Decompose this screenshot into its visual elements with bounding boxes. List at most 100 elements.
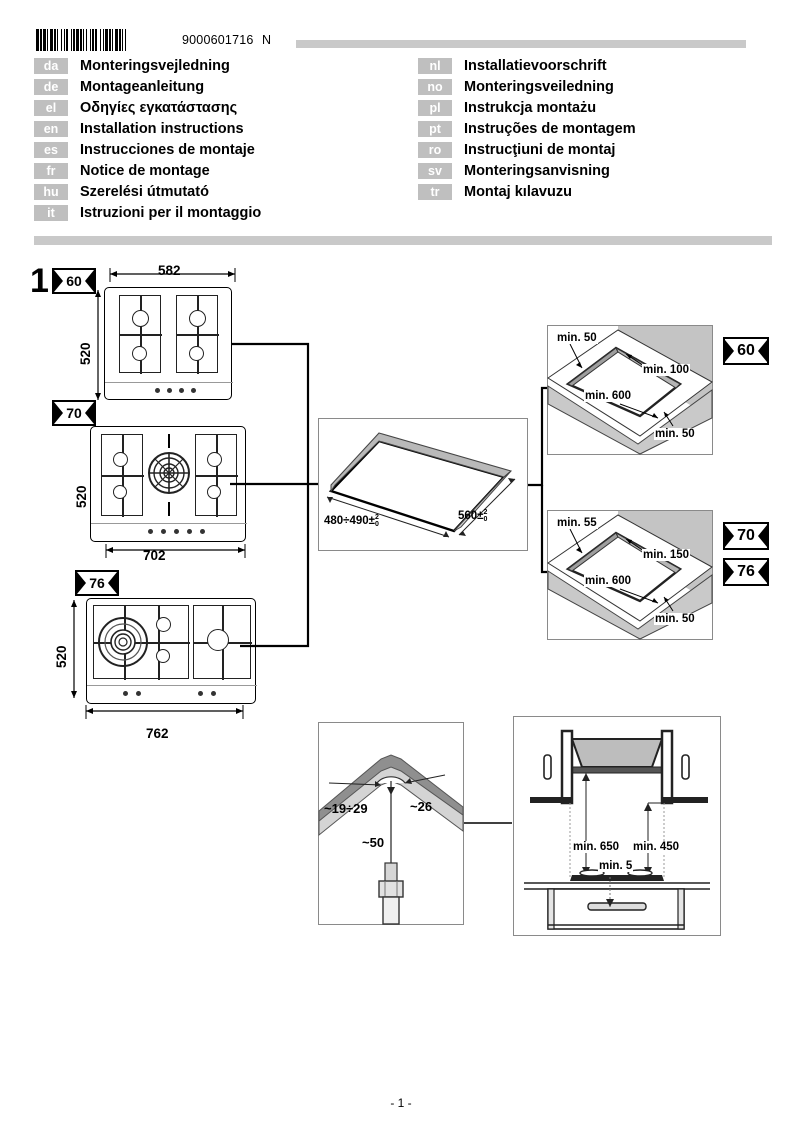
clearance-bottom-front-side-label: min. 50 bbox=[654, 613, 696, 625]
language-code-badge: it bbox=[34, 205, 68, 221]
barcode-suffix: N bbox=[262, 33, 272, 47]
hood-clearance-drawing bbox=[524, 729, 710, 930]
clearance-bottom-panel: min. 55 min. 150 min. 600 min. 50 bbox=[547, 510, 713, 640]
hob-1-knob[interactable] bbox=[167, 388, 172, 393]
clearance-bottom-worktop-label: min. 600 bbox=[584, 575, 633, 587]
hob-3-knob[interactable] bbox=[198, 691, 203, 696]
hob-1-grid-right bbox=[176, 295, 219, 374]
language-code-badge: nl bbox=[418, 58, 452, 74]
gas-connection-drawing bbox=[318, 754, 464, 925]
language-row: da Monteringsvejledning bbox=[34, 56, 394, 77]
gas-drop-label: ~50 bbox=[362, 835, 385, 850]
hob-1-dimensions bbox=[95, 268, 236, 400]
hob-3-width-label: 762 bbox=[146, 726, 169, 741]
gas-to-hood-link bbox=[464, 822, 512, 824]
hob-3-knob[interactable] bbox=[136, 691, 141, 696]
language-title: Installation instructions bbox=[80, 121, 244, 137]
cutout-drawing bbox=[326, 432, 516, 538]
language-code-badge: el bbox=[34, 100, 68, 116]
hob-1-knob[interactable] bbox=[179, 388, 184, 393]
hob-3-height-label: 520 bbox=[54, 645, 69, 668]
hood-clearance-panel: min. 650 min. 450 min. 5 bbox=[513, 716, 721, 936]
clearance-top-rear-wall-label: min. 100 bbox=[642, 364, 691, 376]
hob-3-burner-small-1 bbox=[156, 617, 171, 632]
hood-height-label: min. 650 bbox=[572, 841, 621, 853]
hob-3-knob[interactable] bbox=[211, 691, 216, 696]
hob-1-burner-2 bbox=[132, 346, 147, 361]
clearance-bottom-rear-side-label: min. 55 bbox=[556, 517, 598, 529]
language-code-badge: hu bbox=[34, 184, 68, 200]
hob-3-wok-burner bbox=[98, 617, 148, 667]
language-title: Instrucciones de montaje bbox=[80, 142, 255, 158]
clearance-bottom-badge-70: 70 bbox=[723, 522, 769, 550]
hob-2-knob[interactable] bbox=[200, 529, 205, 534]
clearance-bottom-rear-wall-label: min. 150 bbox=[642, 549, 691, 561]
language-code-badge: en bbox=[34, 121, 68, 137]
hob-3-burner-small-2 bbox=[156, 649, 170, 663]
hob-3-plate bbox=[86, 598, 257, 704]
variant-badge-76: 76 bbox=[75, 570, 119, 596]
hob-1-knob[interactable] bbox=[191, 388, 196, 393]
language-code-badge: da bbox=[34, 58, 68, 74]
gas-right-label: ~26 bbox=[410, 799, 433, 814]
hob-1-burner-4 bbox=[189, 346, 204, 361]
hob-3-knob[interactable] bbox=[123, 691, 128, 696]
language-title: Monteringsveiledning bbox=[464, 79, 614, 95]
language-code-badge: sv bbox=[418, 163, 452, 179]
language-title: Monteringsanvisning bbox=[464, 163, 610, 179]
hob-2-knob[interactable] bbox=[161, 529, 166, 534]
hob-2-plate bbox=[90, 426, 247, 542]
clearance-top-panel: min. 50 min. 100 min. 600 min. 50 bbox=[547, 325, 713, 455]
hood-side-height-label: min. 450 bbox=[632, 841, 681, 853]
cutout-panel bbox=[318, 418, 528, 551]
hob-1-grid-left bbox=[119, 295, 162, 374]
language-code-badge: de bbox=[34, 79, 68, 95]
hob-1-height-label: 520 bbox=[78, 342, 93, 365]
language-row: pt Instruções de montagem bbox=[418, 119, 778, 140]
language-code-badge: tr bbox=[418, 184, 452, 200]
hob-2-grid-right bbox=[195, 434, 238, 517]
language-code-badge: pt bbox=[418, 121, 452, 137]
hob-2-height-label: 520 bbox=[74, 485, 89, 508]
hob-1-knob[interactable] bbox=[155, 388, 160, 393]
clearance-top-front-side-label: min. 50 bbox=[654, 428, 696, 440]
language-title: Installatievoorschrift bbox=[464, 58, 607, 74]
step-number: 1 bbox=[30, 262, 49, 300]
language-title: Instrucţiuni de montaj bbox=[464, 142, 616, 158]
language-row: ro Instrucţiuni de montaj bbox=[418, 140, 778, 161]
hob-2-wok-burner bbox=[148, 452, 190, 494]
hob-2-burner-4 bbox=[207, 452, 222, 467]
hob-1-burner-1 bbox=[132, 310, 149, 327]
language-code-badge: fr bbox=[34, 163, 68, 179]
language-title: Notice de montage bbox=[80, 163, 210, 179]
language-title: Szerelési útmutató bbox=[80, 184, 209, 200]
gas-connection-panel: ~19÷29 ~26 ~50 bbox=[318, 722, 464, 925]
language-code-badge: ro bbox=[418, 142, 452, 158]
barcode-number: 9000601716 bbox=[182, 33, 254, 47]
language-title: Monteringsvejledning bbox=[80, 58, 230, 74]
language-title: Instruções de montagem bbox=[464, 121, 636, 137]
barcode-image bbox=[36, 29, 184, 51]
hob-2-grid-left bbox=[101, 434, 144, 517]
hob-1-width-label: 582 bbox=[158, 263, 181, 278]
hob-2-knob[interactable] bbox=[148, 529, 153, 534]
hob-2-burner-5 bbox=[207, 485, 221, 499]
language-code-badge: es bbox=[34, 142, 68, 158]
language-title: Instrukcja montażu bbox=[464, 100, 597, 116]
connector-tree bbox=[230, 342, 335, 648]
language-row: hu Szerelési útmutató bbox=[34, 182, 394, 203]
page-number: - 1 - bbox=[390, 1096, 412, 1110]
hob-2-knob[interactable] bbox=[174, 529, 179, 534]
language-row: nl Installatievoorschrift bbox=[418, 56, 778, 77]
hob-2-knob[interactable] bbox=[187, 529, 192, 534]
